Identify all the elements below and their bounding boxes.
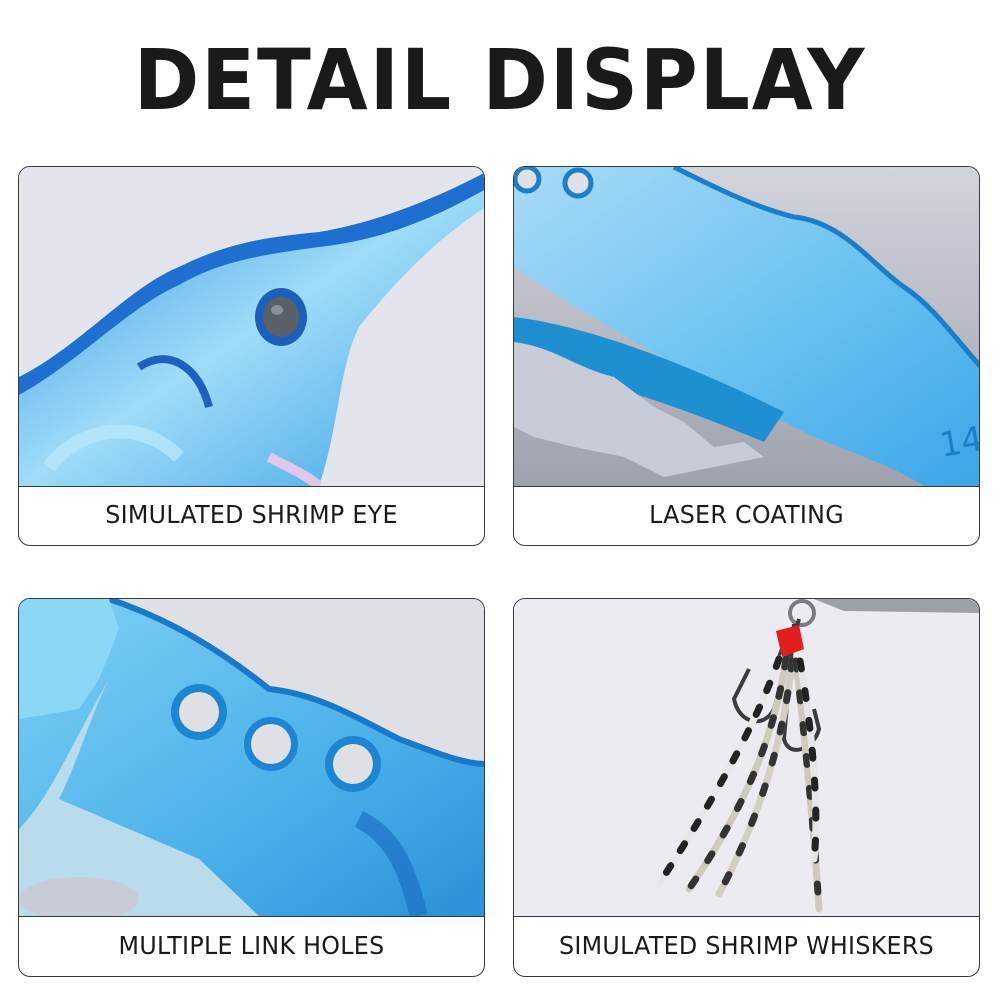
card-caption: SIMULATED SHRIMP WHISKERS xyxy=(558,931,934,960)
laser-coating-image: 14 xyxy=(514,167,979,487)
detail-card-link-holes: MULTIPLE LINK HOLES xyxy=(18,598,485,977)
link-holes-image xyxy=(19,599,484,917)
shrimp-eye-image xyxy=(19,167,484,487)
detail-card-laser-coating: 14 LASER COATING xyxy=(513,166,980,546)
hook-whiskers-image xyxy=(514,599,979,917)
card-caption: LASER COATING xyxy=(649,500,844,529)
card-caption: SIMULATED SHRIMP EYE xyxy=(105,500,398,529)
page-title: DETAIL DISPLAY xyxy=(133,31,867,129)
svg-text:14: 14 xyxy=(937,419,979,466)
card-caption: MULTIPLE LINK HOLES xyxy=(118,931,385,960)
detail-card-shrimp-whiskers: SIMULATED SHRIMP WHISKERS xyxy=(513,598,980,977)
detail-card-shrimp-eye: SIMULATED SHRIMP EYE xyxy=(18,166,485,546)
